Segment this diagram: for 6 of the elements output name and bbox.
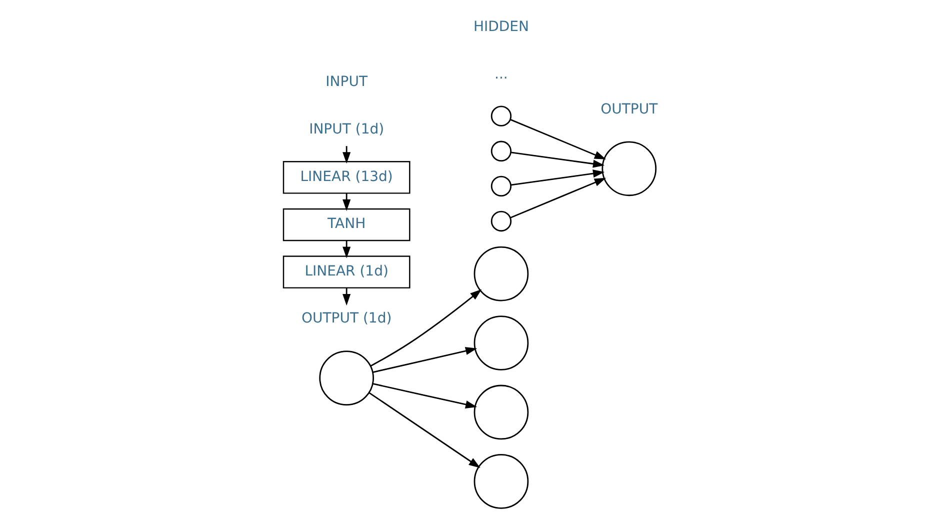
node-text: INPUT (1d) (308, 121, 384, 138)
node-text: OUTPUT (1d) (300, 310, 392, 327)
label: OUTPUT (600, 101, 658, 118)
label: INPUT (325, 74, 368, 90)
label: HIDDEN (472, 18, 528, 35)
label: ... (494, 66, 508, 82)
